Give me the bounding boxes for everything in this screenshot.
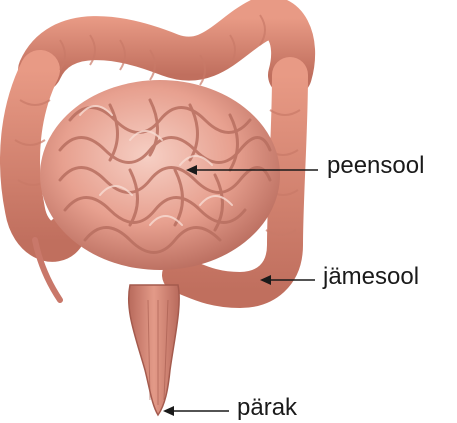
rectum [129,285,180,415]
label-rectum: pärak [237,396,297,420]
arrowhead-rectum [163,406,174,416]
label-large-intestine: jämesool [323,265,419,289]
transverse-colon [40,18,293,75]
small-intestine [40,80,280,270]
label-small-intestine: peensool [327,154,424,178]
